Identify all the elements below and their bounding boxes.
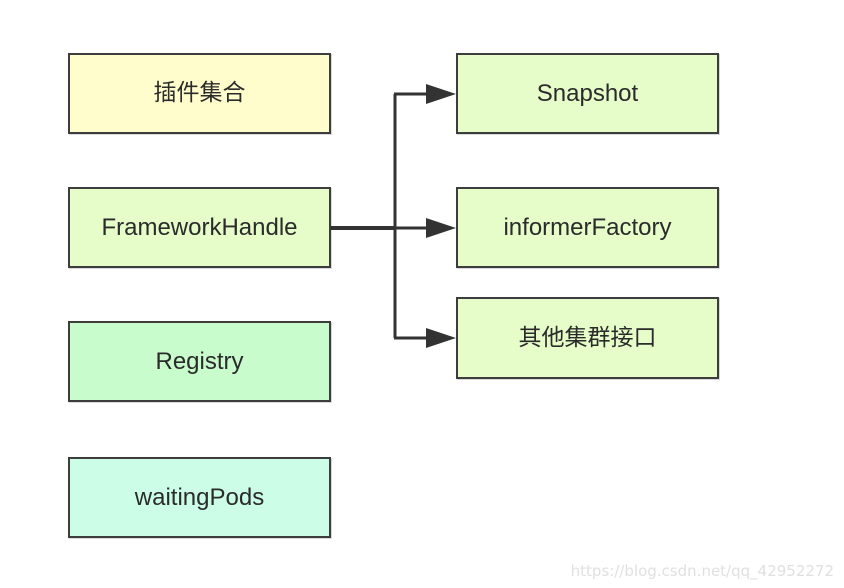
other-cluster-interfaces-box: 其他集群接口 (456, 297, 719, 379)
framework-handle-label: FrameworkHandle (101, 213, 298, 241)
snapshot-box: Snapshot (456, 53, 719, 134)
registry-box: Registry (68, 321, 331, 402)
informer-factory-label: informerFactory (503, 213, 672, 241)
waiting-pods-box: waitingPods (68, 457, 331, 538)
informer-factory-box: informerFactory (456, 187, 719, 268)
other-cluster-interfaces-label: 其他集群接口 (518, 324, 657, 351)
plugin-set-box: 插件集合 (68, 53, 331, 134)
arrowhead-other-cluster-interfaces (426, 328, 456, 348)
watermark-url: https://blog.csdn.net/qq_42952272 (570, 562, 834, 580)
plugin-set-label: 插件集合 (153, 80, 246, 106)
waiting-pods-label: waitingPods (134, 483, 265, 511)
arrowhead-snapshot (426, 84, 456, 104)
framework-handle-box: FrameworkHandle (68, 187, 331, 268)
snapshot-label: Snapshot (536, 79, 639, 107)
registry-label: Registry (155, 347, 244, 375)
arrowhead-informer-factory (426, 218, 456, 238)
